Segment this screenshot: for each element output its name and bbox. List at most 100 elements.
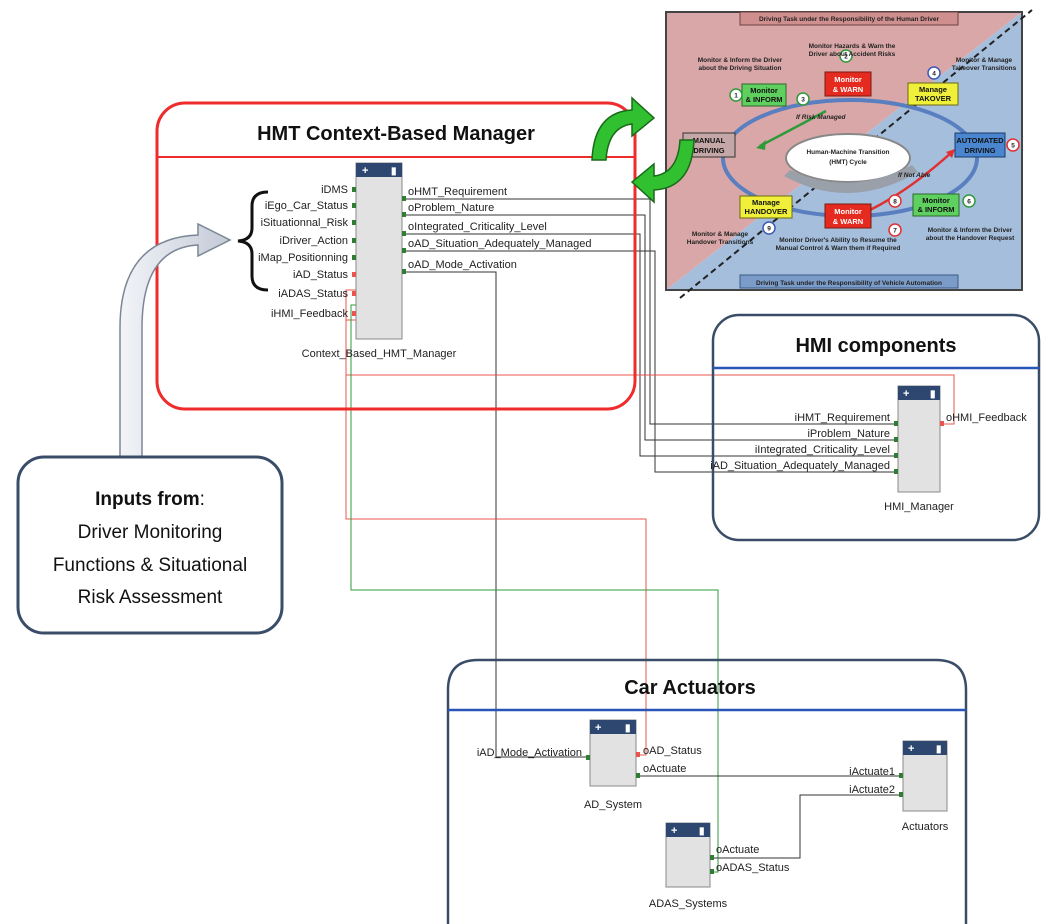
hmt-input-label: iSituationnal_Risk (261, 217, 349, 229)
inputs-box-line2: Functions & Situational (53, 555, 247, 576)
cycle-step-number: 1 (734, 93, 738, 100)
cycle-automated-l2: DRIVING (964, 146, 995, 155)
svg-text:+: + (908, 743, 914, 755)
hmi-input-port (894, 469, 898, 474)
hmt-output-label: oAD_Mode_Activation (408, 259, 517, 271)
adas-block-name: ADAS_Systems (649, 898, 728, 910)
inputs-box (16, 455, 284, 635)
ad-system-block[interactable]: + ▮ (589, 719, 637, 787)
cycle-step-circle (762, 221, 776, 235)
cycle-step-number: 2 (844, 54, 848, 61)
hmt-input-label: iMap_Positionning (258, 252, 348, 264)
inputs-arrow (119, 222, 232, 459)
svg-text:▮: ▮ (699, 826, 705, 837)
hmt-input-label: iDMS (321, 184, 348, 196)
hmt-manager-title: HMT Context-Based Manager (257, 123, 535, 145)
hmt-input-label: iHMI_Feedback (271, 308, 349, 320)
cycle-if-risk-managed: If Risk Managed (796, 114, 847, 121)
wire-adas-status (350, 304, 719, 873)
cycle-note-9-l1: Monitor & Manage (692, 231, 749, 238)
inputs-box-line3: Risk Assessment (78, 587, 223, 608)
hmi-block-name: HMI_Manager (884, 501, 954, 513)
inputs-box-title: Inputs from: (95, 489, 205, 510)
svg-text:+: + (903, 388, 909, 400)
cycle-mon-inform2-l1: Monitor (922, 196, 950, 205)
cycle-note-6-l1: Monitor & Inform the Driver (928, 227, 1013, 234)
hmt-cycle-figure: Driving Task under the Responsibility of… (665, 9, 1033, 299)
cycle-note-2-l2: Driver about Accident Risks (809, 51, 896, 58)
act-input-label-1: iActuate1 (849, 766, 895, 778)
cycle-note-1-l1: Monitor & Inform the Driver (698, 57, 783, 64)
cycle-step-number: 9 (767, 226, 771, 233)
cycle-note-1-l2: about the Driving Situation (698, 65, 781, 72)
cycle-step-number: 5 (1011, 143, 1015, 150)
wire-problem-nature (402, 214, 898, 441)
hmi-output-label: oHMI_Feedback (946, 412, 1027, 424)
hmt-output-label: oAD_Situation_Adequately_Managed (408, 238, 591, 250)
adas-systems-block[interactable]: + ▮ (665, 822, 711, 888)
act-block-name: Actuators (902, 821, 949, 833)
cycle-handover-l1: Manage (752, 198, 780, 207)
hmt-input-label: iADAS_Status (278, 288, 348, 300)
ad-output-actuate-label: oActuate (643, 763, 686, 775)
cycle-note-9-l2: Handover Transitions (687, 239, 754, 246)
hmt-input-port (352, 220, 356, 225)
cycle-center-l2: (HMT) Cycle (829, 159, 867, 166)
cycle-center-l1: Human-Machine Transition (806, 149, 889, 156)
cycle-mon-warn-l2: & WARN (833, 85, 863, 94)
cycle-handover-l2: HANDOVER (745, 207, 789, 216)
hmt-input-port (352, 187, 356, 192)
actuators-panel-title: Car Actuators (624, 677, 756, 699)
ad-output-port-status (636, 752, 640, 757)
cycle-step-circle (796, 92, 810, 106)
cycle-step-circle (1006, 138, 1020, 152)
hmt-output-port (402, 196, 406, 201)
hmt-input-label: iAD_Status (293, 269, 349, 281)
cycle-mon-inform-l2: & INFORM (745, 95, 782, 104)
cycle-automated-l1: AUTOMATED (956, 136, 1004, 145)
cycle-step-circle (888, 223, 902, 237)
hmt-input-port (352, 203, 356, 208)
hmi-panel (711, 313, 1041, 542)
ad-input-port (586, 755, 590, 760)
cycle-note-7-l2: Manual Control & Warn them if Required (776, 245, 901, 252)
svg-text:+: + (362, 165, 368, 177)
hmt-output-label: oProblem_Nature (408, 202, 494, 214)
hmt-output-port (402, 231, 406, 236)
hmi-manager-block[interactable]: + ▮ (897, 385, 941, 493)
cycle-note-4-l1: Monitor & Manage (956, 57, 1013, 64)
hmt-input-label: iEgo_Car_Status (265, 200, 349, 212)
inputs-box-line1: Driver Monitoring (78, 522, 223, 543)
cycle-mon-warn2-l1: Monitor (834, 207, 862, 216)
hmt-output-label: oHMT_Requirement (408, 186, 507, 198)
act-input-port-1 (899, 773, 903, 778)
hmt-manager-block[interactable]: + ▮ (355, 162, 403, 340)
hmt-input-port (352, 255, 356, 260)
svg-text:+: + (671, 825, 677, 837)
ad-output-status-label: oAD_Status (643, 745, 702, 757)
cycle-note-4-l2: Takeover Transitions (952, 65, 1017, 72)
svg-text:+: + (595, 722, 601, 734)
cycle-top-banner: Driving Task under the Responsibility of… (759, 16, 940, 23)
wire-ad-mode-activation (402, 271, 590, 758)
actuators-block[interactable]: + ▮ (902, 740, 948, 812)
hmt-output-label: oIntegrated_Criticality_Level (408, 221, 547, 233)
hmt-output-port (402, 212, 406, 217)
hmi-input-label: iHMT_Requirement (795, 412, 890, 424)
wire-hmt-requirement (402, 198, 898, 425)
actuators-panel (446, 658, 968, 924)
svg-text:▮: ▮ (936, 744, 942, 755)
hmt-input-port (352, 291, 356, 296)
hmi-input-label: iIntegrated_Criticality_Level (755, 444, 890, 456)
cycle-note-7-l1: Monitor Driver's Ability to Resume the (779, 237, 897, 244)
cycle-mon-inform-l1: Monitor (750, 86, 778, 95)
hmt-output-port (402, 269, 406, 274)
adas-output-port-actuate (710, 855, 714, 860)
hmi-output-port (940, 421, 944, 426)
cycle-step-circle (962, 194, 976, 208)
cycle-step-circle (729, 88, 743, 102)
act-input-port-2 (899, 792, 903, 797)
wire-adas-actuate (710, 794, 903, 859)
